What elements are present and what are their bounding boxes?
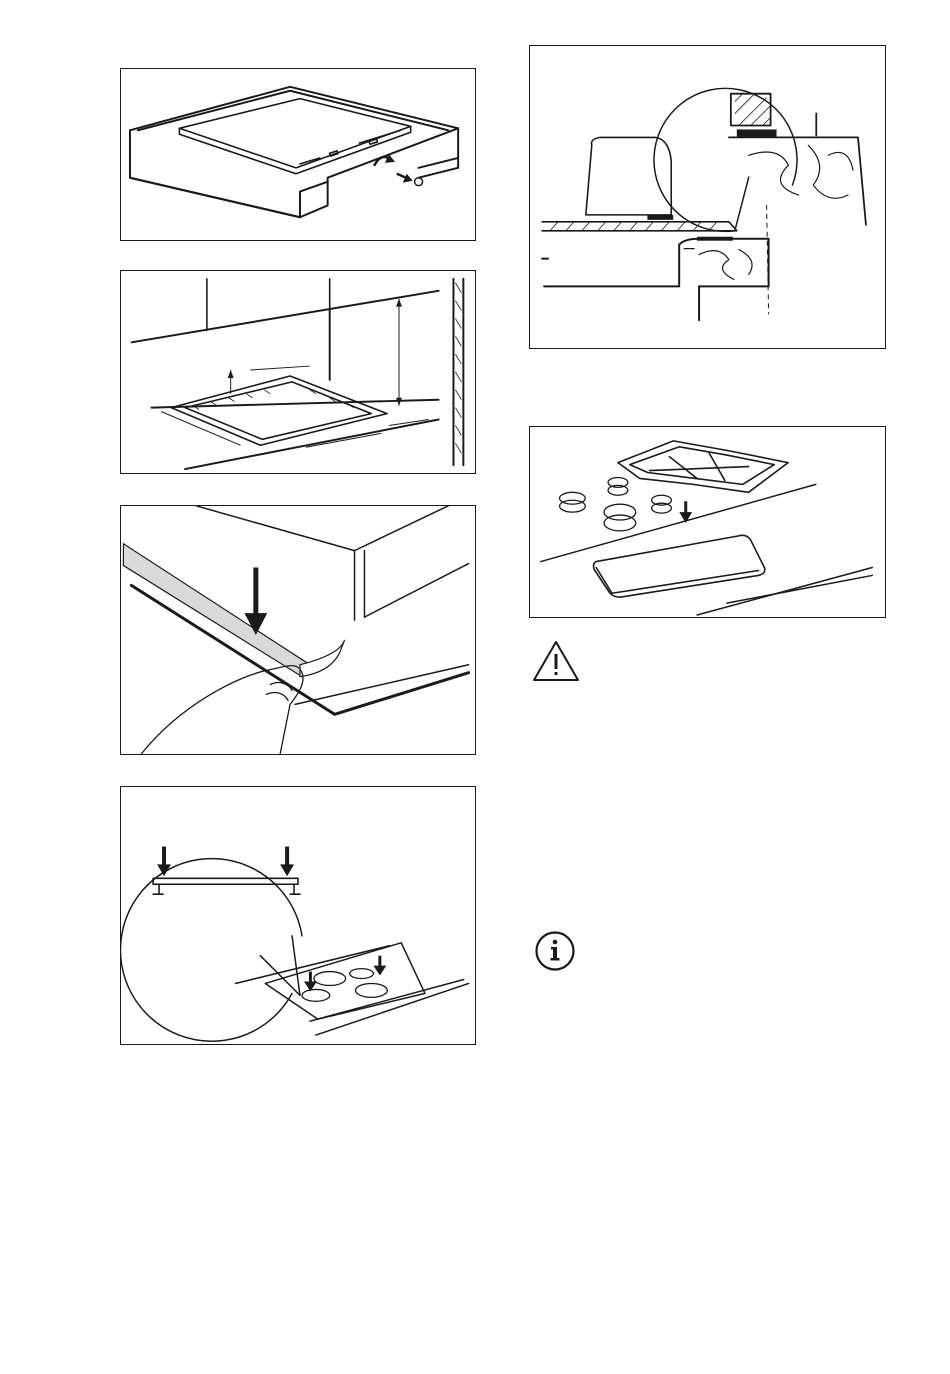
gas-over-induction-illustration bbox=[530, 427, 885, 617]
figure-apply-seal bbox=[120, 505, 476, 755]
figure-hob-frame-clamp bbox=[120, 68, 476, 241]
info-circle-icon bbox=[534, 930, 576, 972]
figure-press-hob bbox=[120, 786, 476, 1045]
cabinet-clearance-illustration bbox=[530, 46, 885, 348]
hob-frame-clamp-illustration bbox=[121, 69, 475, 240]
warning-triangle-icon bbox=[531, 639, 581, 683]
figure-gas-over-induction bbox=[529, 426, 886, 618]
figure-worktop-cutout bbox=[120, 270, 476, 474]
figure-cabinet-clearance bbox=[529, 45, 886, 349]
apply-seal-illustration bbox=[121, 506, 475, 754]
press-hob-illustration bbox=[121, 787, 475, 1044]
worktop-cutout-illustration bbox=[121, 271, 475, 473]
